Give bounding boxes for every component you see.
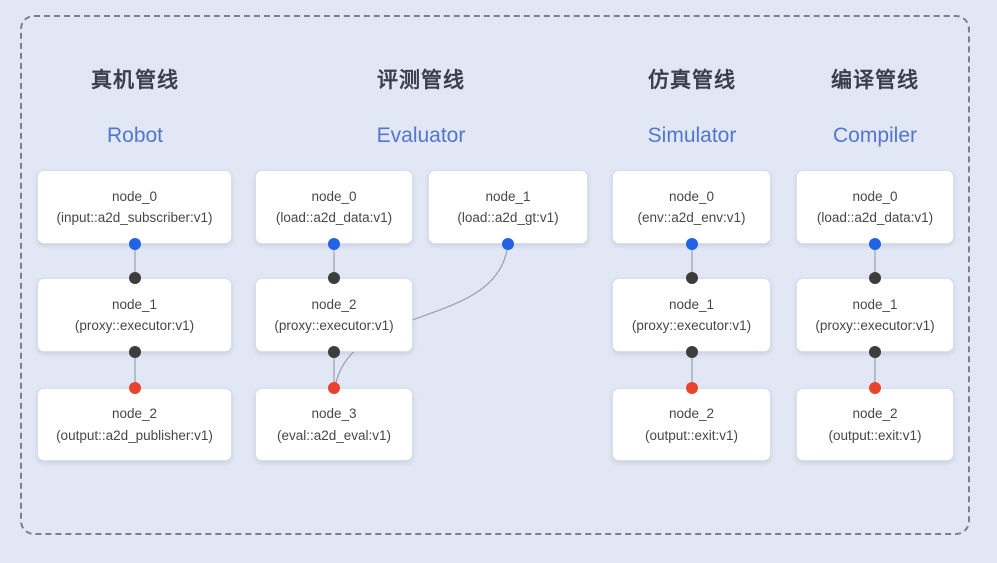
node-impl: (eval::a2d_eval:v1) — [276, 427, 392, 443]
node-name: node_3 — [311, 406, 357, 421]
node-name: node_1 — [852, 296, 898, 312]
input-port-dot-black — [129, 272, 141, 284]
node-impl: (proxy::executor:v1) — [274, 318, 394, 333]
node-impl: (output::exit:v1) — [828, 427, 922, 443]
pipeline-title-zh-compiler: 编译管线 — [831, 69, 919, 92]
node-robot-2: node_2 (output::a2d_publisher:v1) — [37, 388, 232, 461]
node-compiler-0: node_0 (load::a2d_data:v1) — [796, 170, 954, 244]
output-port-dot-black — [869, 346, 881, 358]
pipeline-title-zh-evaluator: 评测管线 — [377, 69, 465, 92]
node-name: node_0 — [311, 188, 357, 204]
pipeline-title-en-compiler: Compiler — [832, 124, 918, 147]
node-impl: (load::a2d_data:v1) — [275, 210, 393, 225]
node-impl: (input::a2d_subscriber:v1) — [56, 210, 213, 225]
node-impl: (proxy::executor:v1) — [631, 318, 752, 333]
node-name: node_2 — [668, 406, 715, 421]
output-port-dot-black — [686, 346, 698, 358]
input-port-dot-red — [869, 382, 881, 394]
pipeline-title-zh-robot: 真机管线 — [91, 69, 179, 92]
output-port-dot-blue — [869, 238, 881, 250]
node-name: node_2 — [311, 296, 357, 312]
node-robot-1: node_1 (proxy::executor:v1) — [37, 278, 232, 352]
output-port-dot-blue — [129, 238, 141, 250]
edge-eval-1-3-curve — [334, 243, 509, 388]
pipeline-title-en-simulator: Simulator — [647, 124, 737, 147]
node-evaluator-0: node_0 (load::a2d_data:v1) — [255, 170, 413, 244]
output-port-dot-black — [129, 346, 141, 358]
input-port-dot-red — [686, 382, 698, 394]
node-evaluator-1: node_1 (load::a2d_gt:v1) — [428, 170, 588, 244]
node-evaluator-2: node_2 (proxy::executor:v1) — [255, 278, 413, 352]
node-name: node_1 — [668, 296, 715, 312]
output-port-dot-blue — [502, 238, 514, 250]
output-port-dot-blue — [686, 238, 698, 250]
pipeline-title-en-robot: Robot — [106, 124, 164, 147]
node-impl: (output::exit:v1) — [644, 427, 739, 443]
input-port-dot-red — [129, 382, 141, 394]
output-port-dot-blue — [328, 238, 340, 250]
node-compiler-1: node_1 (proxy::executor:v1) — [796, 278, 954, 352]
node-name: node_0 — [668, 188, 715, 204]
node-impl: (proxy::executor:v1) — [815, 318, 935, 333]
node-name: node_1 — [111, 296, 158, 312]
node-impl: (proxy::executor:v1) — [74, 318, 195, 333]
node-compiler-2: node_2 (output::exit:v1) — [796, 388, 954, 461]
node-simulator-0: node_0 (env::a2d_env:v1) — [612, 170, 771, 244]
node-simulator-2: node_2 (output::exit:v1) — [612, 388, 771, 461]
node-name: node_0 — [111, 188, 158, 204]
node-name: node_2 — [852, 406, 898, 421]
output-port-dot-black — [328, 346, 340, 358]
node-robot-0: node_0 (input::a2d_subscriber:v1) — [37, 170, 232, 244]
node-impl: (env::a2d_env:v1) — [637, 210, 746, 225]
input-port-dot-red — [328, 382, 340, 394]
input-port-dot-black — [328, 272, 340, 284]
input-port-dot-black — [869, 272, 881, 284]
node-impl: (load::a2d_gt:v1) — [457, 210, 559, 225]
node-impl: (load::a2d_data:v1) — [816, 210, 934, 225]
node-name: node_1 — [485, 188, 531, 204]
dashed-frame — [20, 15, 970, 535]
node-impl: (output::a2d_publisher:v1) — [56, 427, 213, 443]
node-simulator-1: node_1 (proxy::executor:v1) — [612, 278, 771, 352]
pipeline-title-zh-simulator: 仿真管线 — [648, 69, 736, 92]
input-port-dot-black — [686, 272, 698, 284]
node-name: node_2 — [111, 406, 158, 421]
node-name: node_0 — [852, 188, 898, 204]
node-evaluator-3: node_3 (eval::a2d_eval:v1) — [255, 388, 413, 461]
pipeline-title-en-evaluator: Evaluator — [376, 124, 466, 147]
